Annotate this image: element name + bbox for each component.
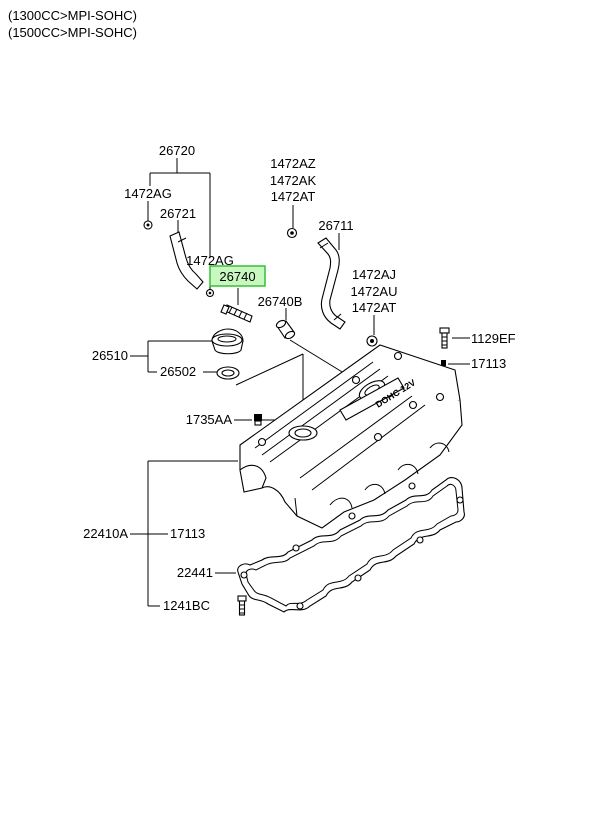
callout-1472au[interactable]: 1472AU <box>351 284 398 299</box>
callout-26740[interactable]: 26740 <box>219 269 255 284</box>
callout-1735aa[interactable]: 1735AA <box>186 412 233 427</box>
clamp-1472at-lower <box>366 335 378 347</box>
callout-1129ef[interactable]: 1129EF <box>471 331 516 346</box>
callout-26740b[interactable]: 26740B <box>258 294 303 309</box>
stud-1735aa <box>254 414 262 426</box>
rocker-cover-gasket-22441 <box>237 477 465 613</box>
washer-17113-upper <box>441 360 446 366</box>
clamp-1472at-upper <box>286 227 298 239</box>
callout-1241bc[interactable]: 1241BC <box>163 598 210 613</box>
oil-filler-cap-26510 <box>211 328 244 355</box>
callout-26502[interactable]: 26502 <box>160 364 196 379</box>
callout-1472az[interactable]: 1472AZ <box>270 156 316 171</box>
rocker-cover-22410a: DOHC 12V <box>239 344 463 529</box>
engine-spec-line-1: (1300CC>MPI-SOHC) <box>8 8 137 23</box>
callout-22441[interactable]: 22441 <box>177 565 213 580</box>
bolt-1129ef <box>439 327 450 349</box>
callout-17113-lower[interactable]: 17113 <box>170 526 205 541</box>
clamp-1472ag-lower <box>205 288 215 298</box>
callout-26720[interactable]: 26720 <box>159 143 195 158</box>
callout-1472at-upper[interactable]: 1472AT <box>271 189 316 204</box>
callout-1472at-lower[interactable]: 1472AT <box>352 300 397 315</box>
breather-hose-26721 <box>169 231 204 290</box>
callout-1472ag-lower[interactable]: 1472AG <box>186 253 234 268</box>
callout-26721[interactable]: 26721 <box>160 206 196 221</box>
callout-17113-upper[interactable]: 17113 <box>471 356 506 371</box>
breather-hose-26711 <box>317 237 346 330</box>
callout-1472ak[interactable]: 1472AK <box>270 173 317 188</box>
callout-26711[interactable]: 26711 <box>318 218 353 233</box>
leader-lines <box>130 158 470 607</box>
callout-26510[interactable]: 26510 <box>92 348 128 363</box>
callout-1472ag-upper[interactable]: 1472AG <box>124 186 172 201</box>
callout-22410a[interactable]: 22410A <box>83 526 128 541</box>
callout-1472aj[interactable]: 1472AJ <box>352 267 396 282</box>
bolt-1241bc <box>237 595 247 616</box>
pcv-valve-26740 <box>220 304 253 323</box>
pcv-grommet-26740b <box>275 319 296 340</box>
engine-spec-line-2: (1500CC>MPI-SOHC) <box>8 25 137 40</box>
callout-labels: 26720 1472AG 26721 1472AG 26740 26740B 1… <box>83 143 515 613</box>
callout-26740-highlight <box>209 265 266 287</box>
clamp-1472ag-upper <box>143 220 153 230</box>
oil-filler-seal-26502 <box>216 366 240 380</box>
